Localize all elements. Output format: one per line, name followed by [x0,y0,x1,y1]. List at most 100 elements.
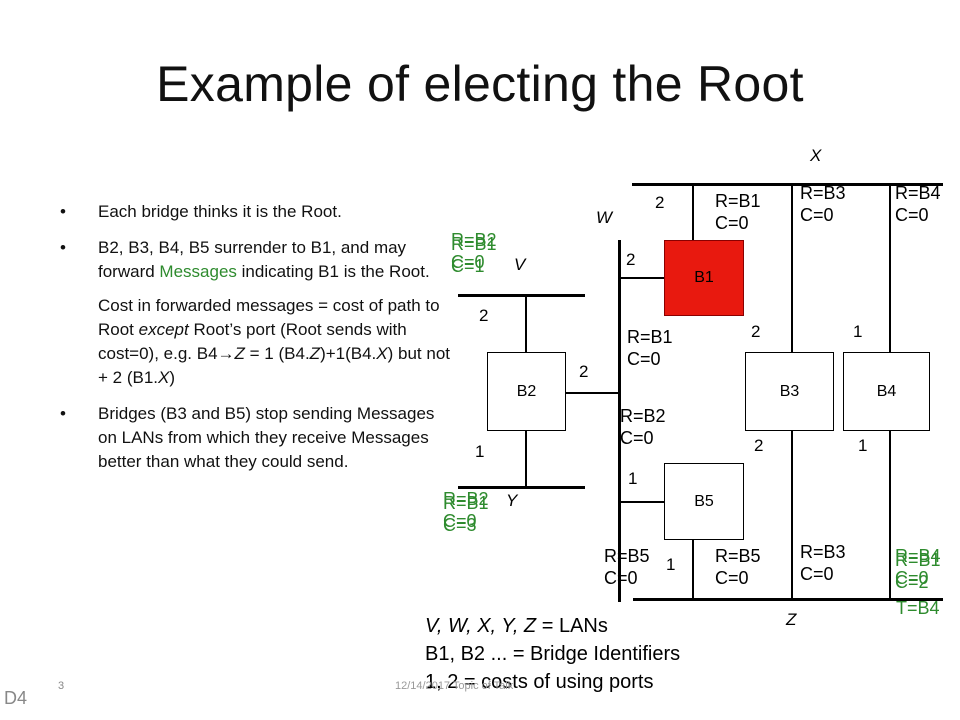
message-label: R=B5 C=0 [604,545,650,589]
message-label: R=B2 C=0 [443,488,489,532]
lan-w-label: W [596,208,613,227]
b3-to-z [791,431,793,599]
b4-to-x [889,185,891,353]
message-root: R=B2 [443,489,489,509]
message-root: R=B1 [627,327,673,347]
bullet-text: = 1 (B4. [244,344,310,363]
lan-ref: X [158,368,170,387]
message-root: R=B5 [715,546,761,566]
bullet-item: • Bridges (B3 and B5) stop sending Messa… [60,402,450,474]
message-root: R=B1 [895,550,941,570]
lan-ref: Z [309,344,321,363]
port-cost: 2 [751,322,761,341]
message-label: R=B1 C=0 [627,326,673,370]
message-label: R=B3 C=0 [800,182,846,226]
port-cost: 1 [628,469,638,488]
slide-title: Example of electing the Root [156,56,804,112]
message-label: R=B4 C=0 [895,182,941,226]
bullet-text: ) but not + 2 (B1. [98,344,451,387]
lan-x-line [632,183,943,186]
b2-to-w [565,392,619,394]
message-cost: C=1 [451,256,485,276]
lan-z-label: Z [786,610,797,629]
bullet-list: • Each bridge thinks it is the Root. • B… [60,200,450,486]
message-label: R=B2 C=0 [620,405,666,449]
message-label-overlay: R=B1 C=1 [451,233,497,277]
message-cost: C=3 [443,515,477,535]
message-label: R=B1 C=0 [715,190,761,234]
lan-y-line [458,486,585,489]
port-cost: 2 [479,306,489,325]
message-label: R=B5 C=0 [715,545,761,589]
bullet-subparagraph: Cost in forwarded messages = cost of pat… [60,294,450,390]
message-cost: C=0 [800,205,834,225]
footer-date: 12/14/2017 Topic of Talk [395,680,514,692]
message-cost: C=0 [895,205,929,225]
b3-to-x [791,185,793,353]
message-cost: C=0 [604,568,638,588]
message-type: T=B4 [896,598,940,618]
b5-to-z [692,540,694,599]
message-label: R=B2 C=0 [451,229,497,273]
message-cost: C=0 [715,213,749,233]
port-cost: 2 [754,436,764,455]
bridge-b2: B2 [487,352,566,431]
lan-z-line [633,598,943,601]
bullet-text: )+1(B4. [320,344,377,363]
emphasis: except [138,320,189,339]
legend-text: = LANs [536,615,608,637]
message-root: R=B1 [715,191,761,211]
message-label-overlay: R=B1 C=3 [443,492,489,536]
bullet-dot: • [60,404,66,423]
message-root: R=B2 [451,230,497,250]
bullet-dot: • [60,238,66,257]
port-cost: 2 [655,193,665,212]
bridge-b5: B5 [664,463,744,540]
bullet-text: Root’s port (Root sends with cost=0), e.… [98,320,407,363]
message-root: R=B4 [895,546,941,566]
lan-v-line [458,294,585,297]
bullet-text: B2, B3, B4, B5 surrender to B1, and may … [98,238,407,281]
message-cost: C=2 [895,572,929,592]
bridge-b1: B1 [664,240,744,316]
slide-number: 3 [58,680,65,692]
lan-w-line [618,240,621,602]
message-cost: C=0 [715,568,749,588]
bridge-b3: B3 [745,352,834,431]
b4-to-z [889,431,891,599]
legend-line: B1, B2 ... = Bridge Identifiers [425,643,681,665]
message-root: R=B4 [895,183,941,203]
b1-to-x [692,185,694,241]
message-label: R=B3 C=0 [800,541,846,585]
message-root: R=B3 [800,542,846,562]
port-cost: 1 [858,436,868,455]
messages-highlight: Messages [159,262,237,281]
bullet-dot: • [60,202,66,221]
legend-line: V, W, X, Y, Z = LANs [425,612,680,640]
b2-to-y [525,431,527,487]
message-cost: C=0 [627,349,661,369]
lan-v-label: V [514,255,526,274]
message-cost: C=0 [895,568,929,588]
message-root: R=B5 [604,546,650,566]
bridge-b4: B4 [843,352,930,431]
message-root: R=B1 [443,493,489,513]
bullet-text: Bridges (B3 and B5) stop sending Message… [98,404,435,471]
bullet-text: Each bridge thinks it is the Root. [98,202,342,221]
lan-x-label: X [810,146,822,165]
message-root: R=B2 [620,406,666,426]
bullet-text: ) [169,368,176,387]
port-cost: 1 [853,322,863,341]
message-cost: C=0 [443,511,477,531]
message-label-overlay: R=B1 C=2 [895,549,941,593]
port-cost: 2 [626,250,636,269]
lan-ref: X [376,344,388,363]
b2-to-v [525,296,527,353]
legend: V, W, X, Y, Z = LANs B1, B2 ... = Bridge… [425,612,680,696]
b1-to-w [620,277,664,279]
message-label: R=B4 C=0 [895,545,941,589]
corner-label: D4 [4,688,28,708]
bullet-text: indicating B1 is the Root. [236,262,430,281]
legend-lans: V, W, X, Y, Z [425,615,537,637]
bullet-text: Cost in forwarded messages = cost of pat… [98,296,440,339]
